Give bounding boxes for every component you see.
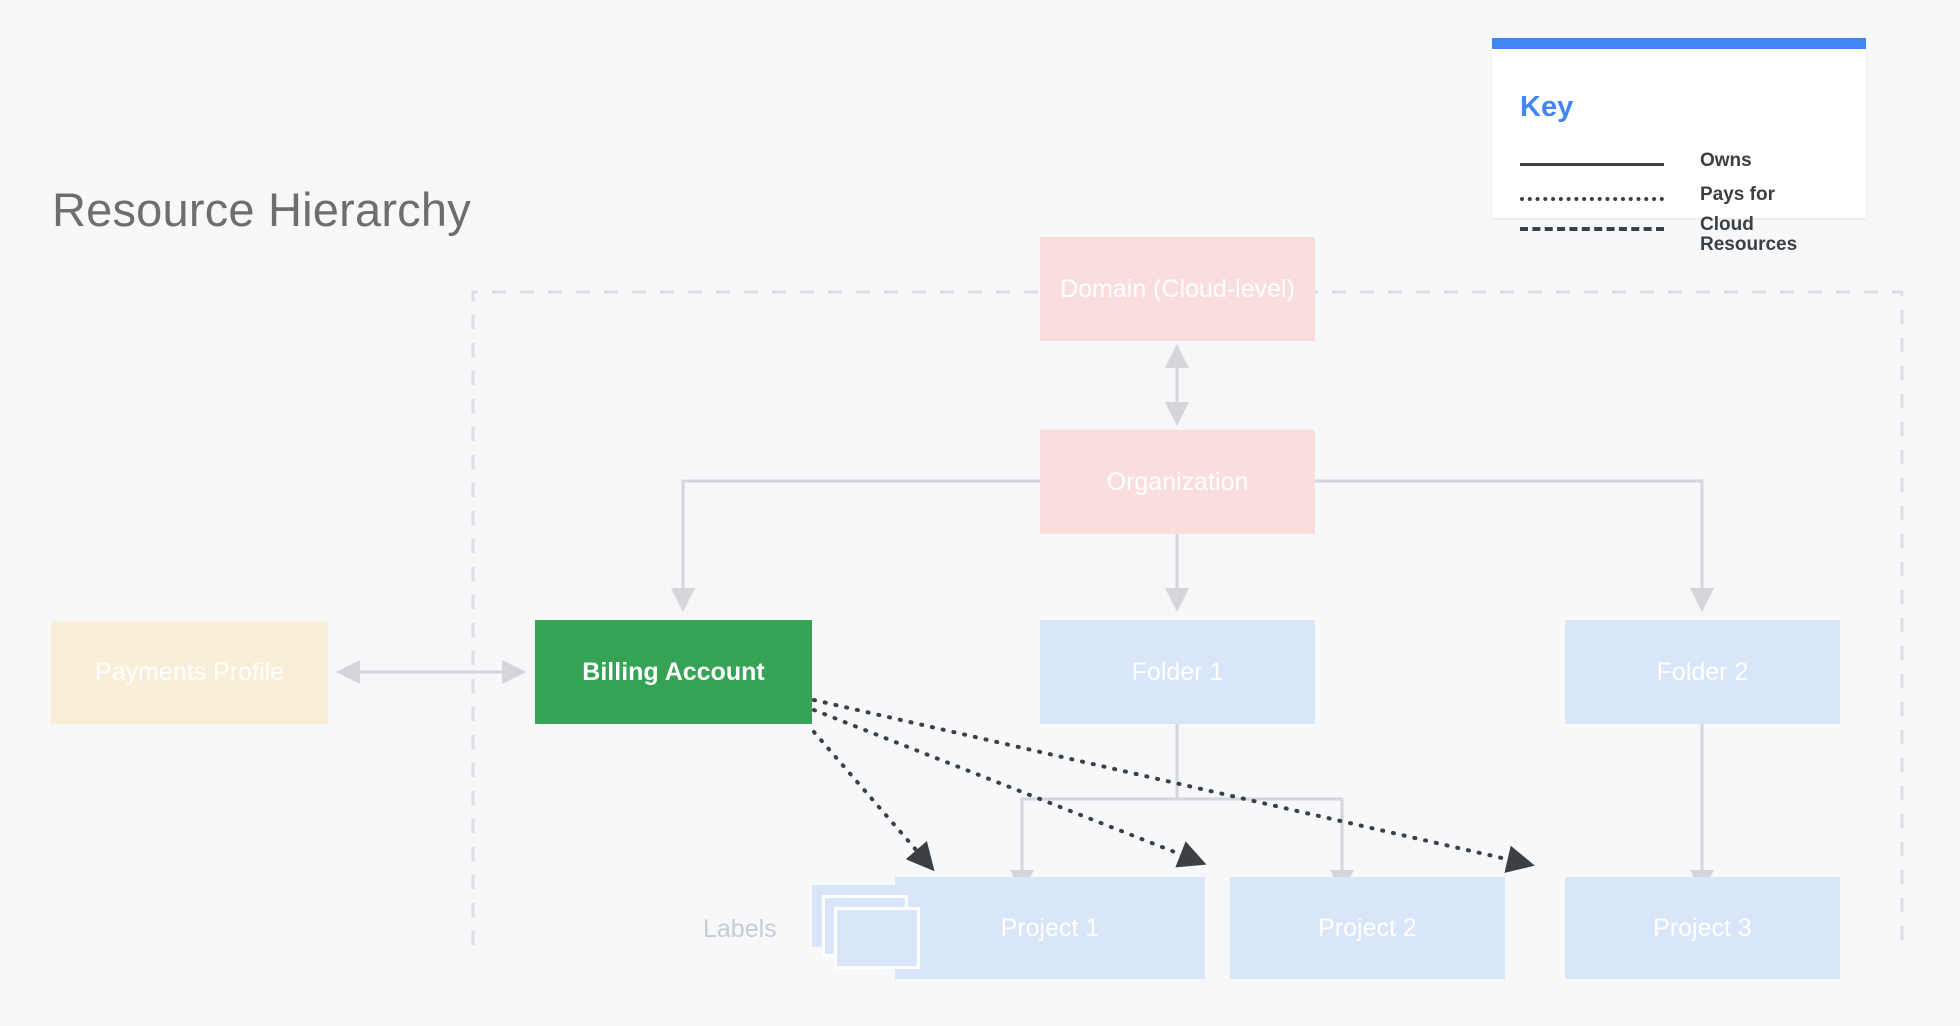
edge-billing-account-project3 — [812, 698, 1535, 873]
key-body: Key Owns Pays for Cloud Resources — [1492, 49, 1866, 254]
node-folder1[interactable]: Folder 1 — [1040, 620, 1315, 724]
key-rows: Owns Pays for Cloud Resources — [1492, 49, 1866, 254]
node-organization[interactable]: Organization — [1040, 430, 1315, 534]
key-row-cloud-resources: Cloud Resources — [1492, 215, 1866, 254]
node-folder2[interactable]: Folder 2 — [1565, 620, 1840, 724]
key-row-owns: Owns — [1492, 151, 1866, 187]
key-title: Key — [1520, 91, 1574, 123]
node-project2[interactable]: Project 2 — [1230, 877, 1505, 979]
key-label-pays-for: Pays for — [1700, 184, 1775, 205]
cloud-resources-boundary — [471, 290, 1904, 945]
node-domain[interactable]: Domain (Cloud-level) — [1040, 237, 1315, 341]
node-billing-account[interactable]: Billing Account — [535, 620, 812, 724]
node-project1-label: Project 1 — [1000, 913, 1100, 942]
edge-folder1-project1 — [1010, 724, 1179, 894]
node-domain-label: Domain (Cloud-level) — [1060, 274, 1295, 303]
key-line-dotted-icon — [1520, 197, 1664, 201]
node-organization-label: Organization — [1106, 467, 1249, 496]
key-label-owns: Owns — [1700, 150, 1752, 171]
node-folder1-label: Folder 1 — [1131, 657, 1224, 686]
page-title: Resource Hierarchy — [52, 183, 471, 236]
key-panel: Key Owns Pays for Cloud Resources — [1492, 38, 1866, 254]
node-payments-profile[interactable]: Payments Profile — [51, 621, 328, 724]
edge-billing-account-project1 — [812, 730, 935, 872]
label-card-front — [834, 907, 920, 969]
key-line-dashed-icon — [1520, 227, 1664, 231]
edge-billing-account-project2 — [812, 708, 1207, 868]
key-row-pays-for: Pays for — [1492, 185, 1866, 221]
node-project1[interactable]: Project 1 — [895, 877, 1205, 979]
edge-organization-folder2 — [1315, 479, 1714, 612]
key-label-cloud-resources: Cloud Resources — [1700, 214, 1798, 255]
node-billing-account-label: Billing Account — [582, 657, 765, 686]
key-accent-bar — [1492, 38, 1866, 49]
key-line-solid-icon — [1520, 163, 1664, 166]
node-project3[interactable]: Project 3 — [1565, 877, 1840, 979]
node-project3-label: Project 3 — [1653, 913, 1752, 942]
labels-caption: Labels — [703, 915, 777, 943]
edge-organization-billing-account — [671, 479, 1040, 612]
node-payments-profile-label: Payments Profile — [95, 658, 284, 686]
node-project2-label: Project 2 — [1318, 913, 1417, 942]
labels-stack-icon[interactable] — [812, 885, 942, 975]
node-folder2-label: Folder 2 — [1656, 657, 1749, 686]
